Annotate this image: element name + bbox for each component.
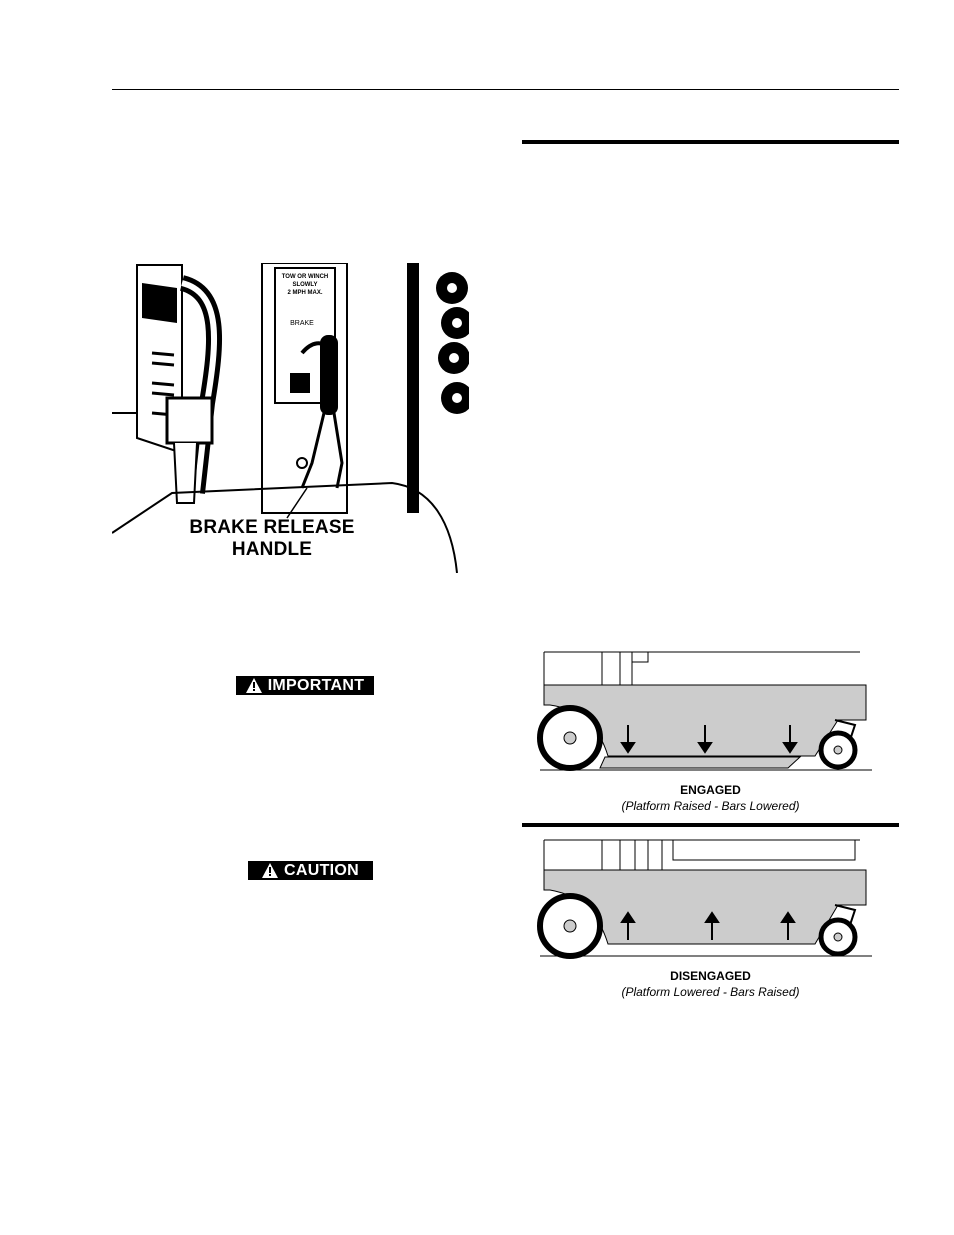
disengaged-diagram [537, 839, 872, 959]
important-badge: IMPORTANT [236, 676, 374, 695]
decal-text-1: TOW OR WINCH [282, 274, 329, 280]
section-rule-mid [522, 823, 899, 827]
decal-text-3: 2 MPH MAX. [287, 290, 322, 296]
decal-text-2: SLOWLY [292, 282, 317, 288]
warning-triangle-icon [245, 678, 262, 693]
engaged-diagram [537, 651, 872, 771]
section-rule-right [522, 140, 899, 144]
label-line-2: HANDLE [231, 539, 313, 560]
engaged-subtitle: (Platform Raised - Bars Lowered) [621, 799, 800, 813]
disengaged-caption: DISENGAGED (Platform Lowered - Bars Rais… [522, 968, 899, 1000]
disengaged-title: DISENGAGED [670, 969, 751, 983]
header-rule [112, 89, 899, 90]
disengaged-subtitle: (Platform Lowered - Bars Raised) [621, 985, 800, 999]
caution-badge: CAUTION [248, 861, 373, 880]
decal-brake-text: BRAKE [290, 320, 314, 327]
engaged-caption: ENGAGED (Platform Raised - Bars Lowered) [522, 782, 899, 814]
brake-release-handle-label: BRAKE RELEASE HANDLE [112, 517, 432, 561]
important-label: IMPORTANT [267, 676, 365, 694]
caution-label: CAUTION [284, 861, 359, 879]
warning-triangle-icon [262, 863, 278, 878]
engaged-title: ENGAGED [680, 783, 741, 797]
label-line-1: BRAKE RELEASE [189, 517, 355, 538]
brake-release-illustration: TOW OR WINCH SLOWLY 2 MPH MAX. BRAKE [112, 263, 469, 573]
